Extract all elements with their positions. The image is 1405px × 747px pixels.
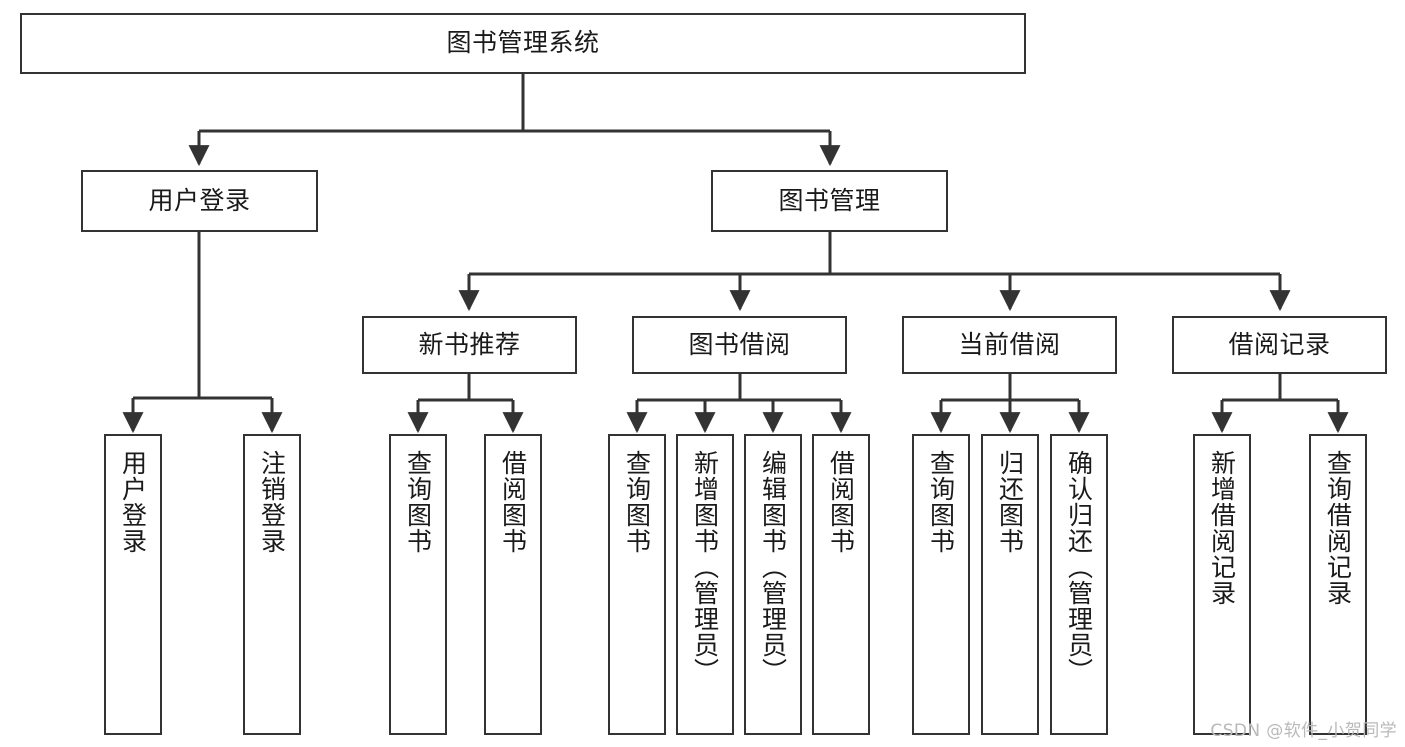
node-new-book-recommendation[interactable]: 新书推荐: [362, 316, 577, 374]
node-label: 图书管理: [778, 185, 881, 215]
node-label: 图书管理系统: [446, 28, 600, 58]
node-label: 归还图书: [995, 450, 1025, 554]
node-label: 新书推荐: [418, 329, 521, 359]
node-label: 注销登录: [257, 450, 287, 554]
node-leaf-query-books-rec[interactable]: 查询图书: [389, 434, 447, 735]
node-current-borrowing[interactable]: 当前借阅: [902, 316, 1117, 374]
node-label: 编辑图书（管理员）: [758, 450, 788, 684]
node-leaf-user-login[interactable]: 用户登录: [104, 434, 162, 735]
node-leaf-return-books[interactable]: 归还图书: [981, 434, 1039, 735]
node-label: 新增图书（管理员）: [690, 450, 720, 684]
node-label: 查询图书: [622, 450, 652, 554]
node-label: 当前借阅: [958, 329, 1061, 359]
node-book-management[interactable]: 图书管理: [711, 170, 948, 232]
node-label: 借阅图书: [498, 450, 528, 554]
node-label: 确认归还（管理员）: [1064, 450, 1094, 684]
csdn-watermark: CSDN @软件_小贺同学: [1210, 721, 1397, 741]
node-label: 查询图书: [403, 450, 433, 554]
node-borrow-records[interactable]: 借阅记录: [1172, 316, 1387, 374]
node-leaf-confirm-return-admin[interactable]: 确认归还（管理员）: [1050, 434, 1108, 735]
node-leaf-add-book-admin[interactable]: 新增图书（管理员）: [676, 434, 734, 735]
node-label: 借阅记录: [1228, 329, 1331, 359]
node-leaf-logout[interactable]: 注销登录: [243, 434, 301, 735]
node-label: 新增借阅记录: [1207, 450, 1237, 606]
node-leaf-add-borrow-record[interactable]: 新增借阅记录: [1193, 434, 1251, 735]
node-label: 用户登录: [118, 450, 148, 554]
node-leaf-borrow-books[interactable]: 借阅图书: [812, 434, 870, 735]
node-root-system[interactable]: 图书管理系统: [20, 13, 1026, 74]
node-leaf-query-books-current[interactable]: 查询图书: [912, 434, 970, 735]
node-leaf-borrow-books-rec[interactable]: 借阅图书: [484, 434, 542, 735]
node-label: 借阅图书: [826, 450, 856, 554]
node-book-borrowing[interactable]: 图书借阅: [632, 316, 847, 374]
node-leaf-query-books-borrow[interactable]: 查询图书: [608, 434, 666, 735]
node-label: 查询借阅记录: [1323, 450, 1353, 606]
node-label: 用户登录: [148, 185, 251, 215]
node-leaf-edit-book-admin[interactable]: 编辑图书（管理员）: [744, 434, 802, 735]
node-label: 查询图书: [926, 450, 956, 554]
node-label: 图书借阅: [688, 329, 791, 359]
node-user-login[interactable]: 用户登录: [81, 170, 318, 232]
node-leaf-query-borrow-record[interactable]: 查询借阅记录: [1309, 434, 1367, 735]
